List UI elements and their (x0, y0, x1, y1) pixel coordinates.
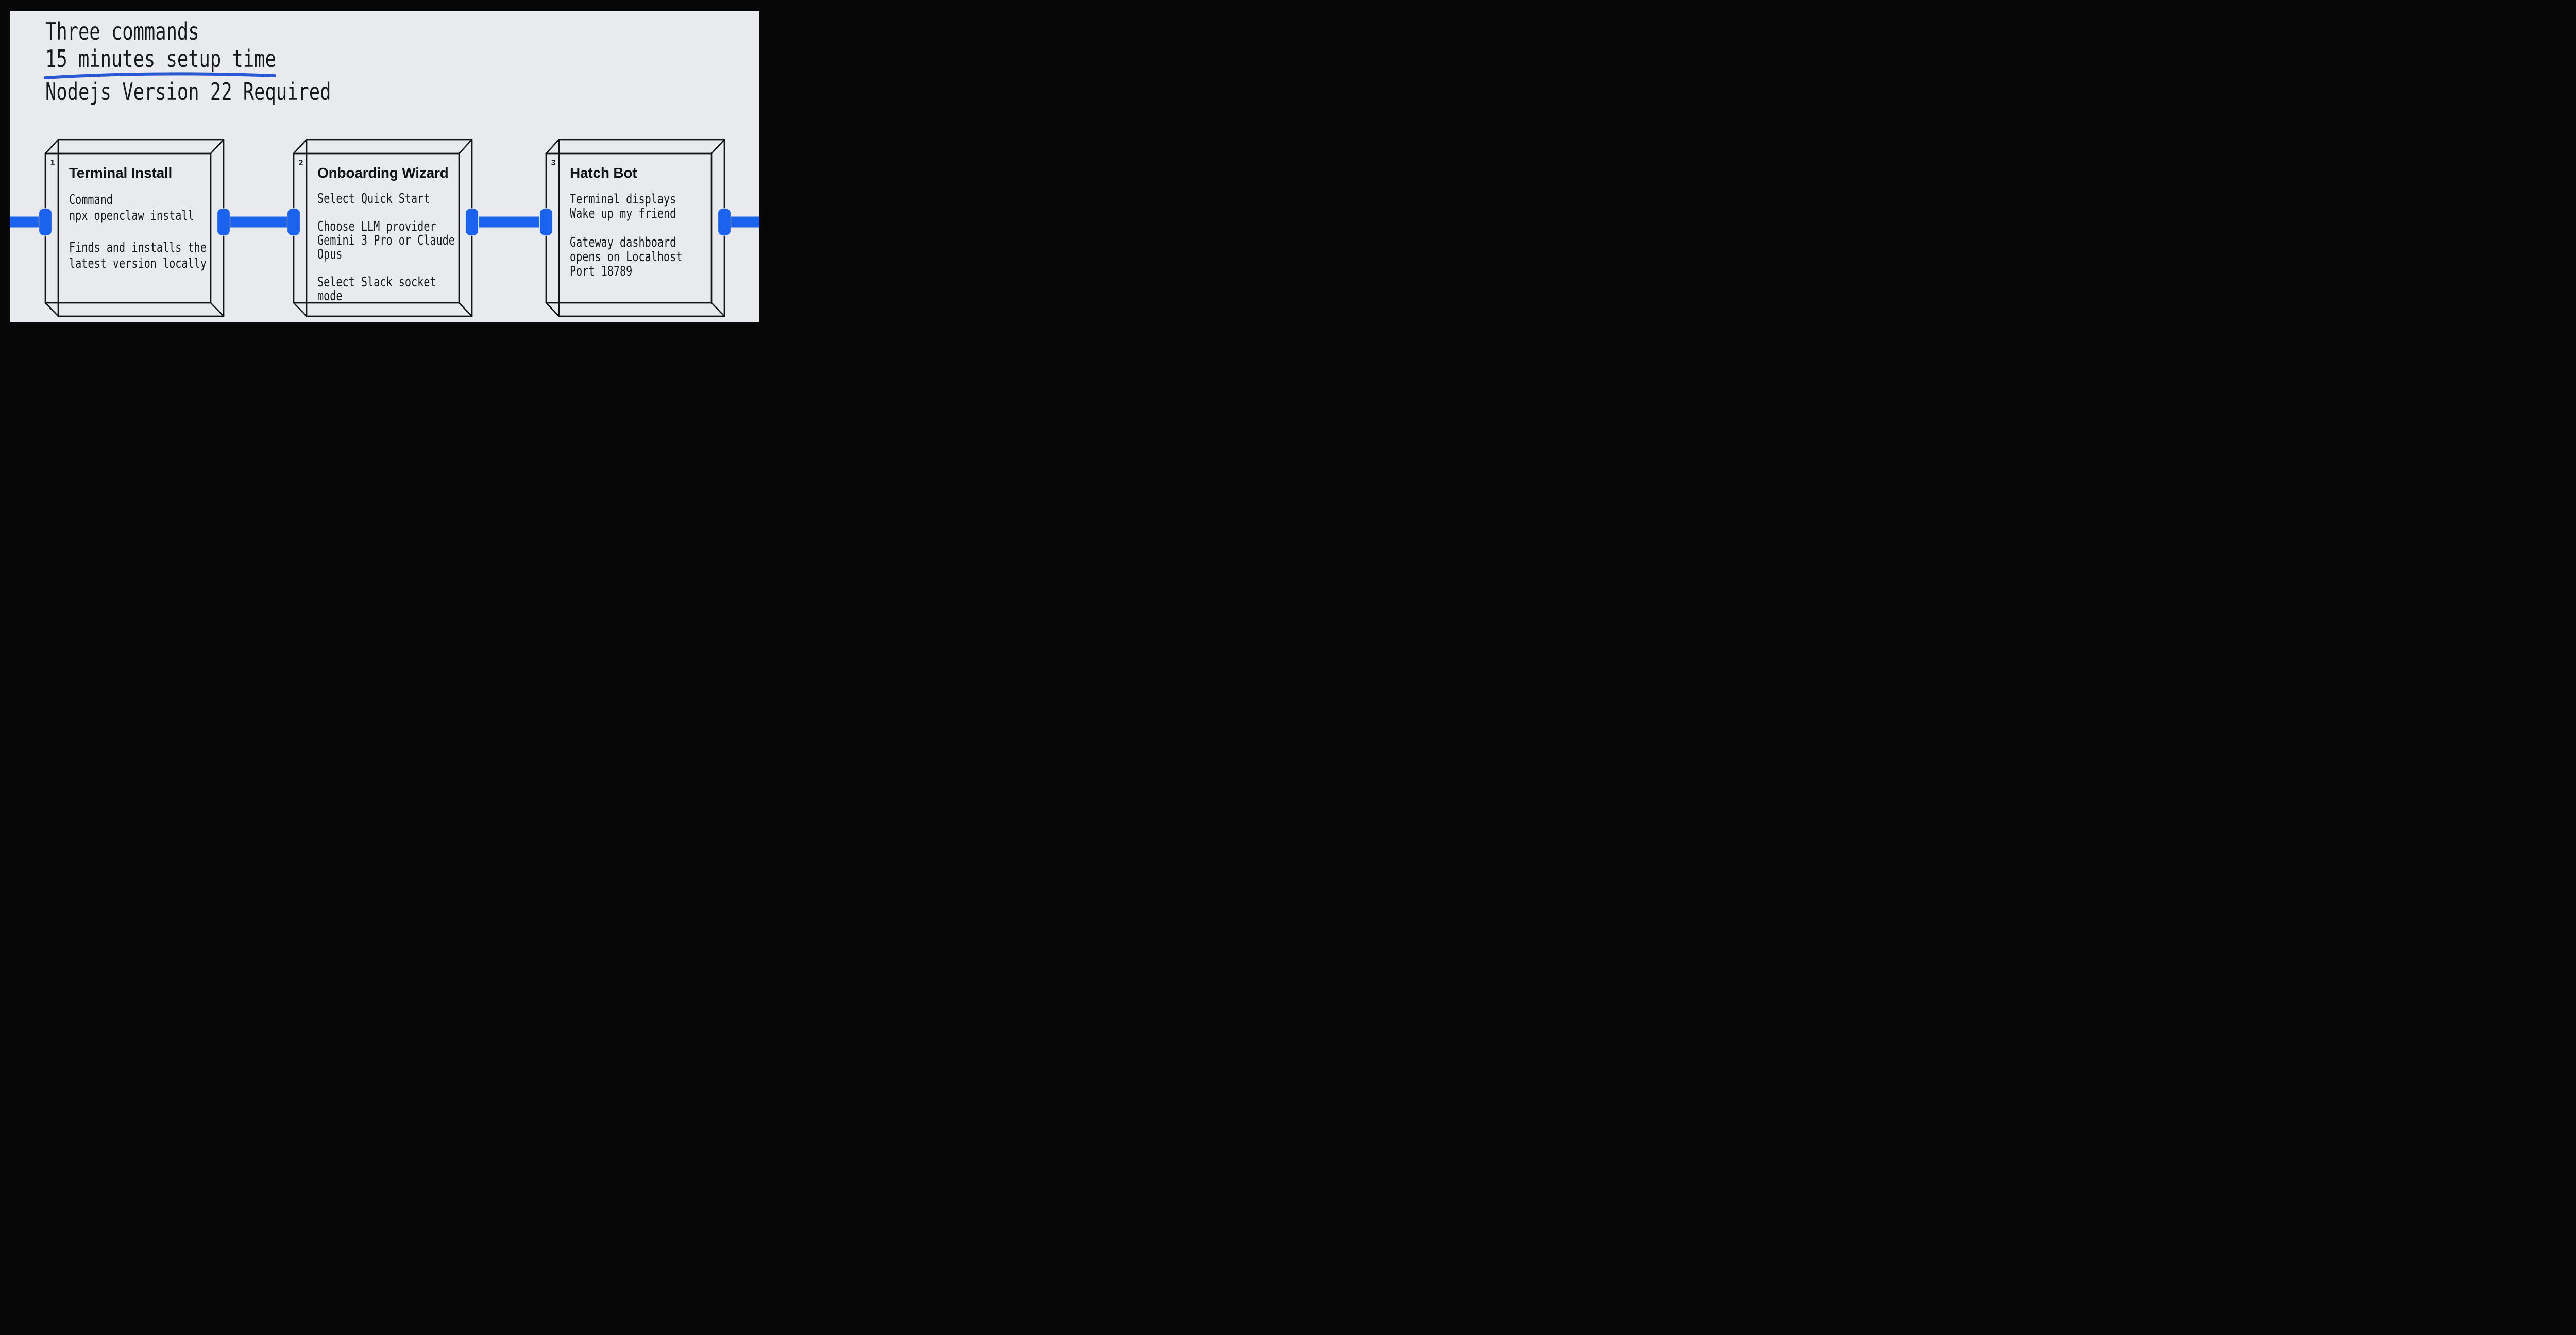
pipe-bar-left-edge (10, 216, 45, 228)
pipe-cap-box1-right (216, 208, 231, 236)
step-3-title: Hatch Bot (570, 165, 637, 181)
step-1-line (69, 224, 207, 240)
headline-setup-time: 15 minutes setup time (45, 45, 276, 73)
step-3-line: Gateway dashboard (570, 235, 676, 250)
step-2-number: 2 (298, 159, 303, 167)
box-corner-edge (210, 302, 225, 317)
pipe-bar-1-2 (224, 216, 294, 228)
step-1-description: Command npx openclaw install Finds and i… (69, 192, 207, 272)
step-1-number: 1 (50, 159, 55, 167)
pipe-cap-box2-left (286, 208, 301, 236)
step-2-line (317, 262, 455, 276)
pipe-bar-right-edge (724, 216, 759, 228)
step-2-title: Onboarding Wizard (317, 165, 449, 181)
step-2-description: Select Quick Start Choose LLM provider G… (317, 192, 455, 303)
pipe-cap-box1-left (38, 208, 53, 236)
setup-diagram-slide: Three commands 15 minutes setup time Nod… (0, 0, 769, 334)
box-corner-edge (545, 302, 560, 317)
headline-commands: Three commands (45, 18, 199, 45)
step-2-line (317, 206, 455, 220)
step-3-description: Terminal displays Wake up my friend Gate… (570, 192, 682, 279)
pipe-cap-box2-right (465, 208, 479, 236)
step-1-line: Command (69, 192, 113, 208)
step-3-line: Terminal displays (570, 192, 676, 207)
step-2-line: Select Slack socket (317, 275, 436, 290)
step-3-number: 3 (551, 159, 556, 167)
step-2-line: Opus (317, 247, 343, 262)
highlight-underline-stroke (44, 72, 276, 79)
step-3-line: opens on Localhost (570, 249, 683, 265)
slide-background (10, 11, 759, 322)
box-corner-edge (710, 302, 725, 317)
step-3-line (570, 221, 682, 235)
box-corner-edge (293, 139, 308, 155)
box-corner-edge (44, 139, 59, 155)
step-1-line: latest version locally (69, 256, 207, 271)
headline-node-requirement: Nodejs Version 22 Required (45, 78, 331, 106)
step-2-line: Gemini 3 Pro or Claude (317, 233, 455, 248)
box-corner-edge (458, 139, 473, 155)
diagram-artwork (10, 72, 759, 317)
step-1-line: npx openclaw install (69, 208, 194, 224)
box-corner-edge (44, 302, 59, 317)
pipe-bar-2-3 (472, 216, 546, 228)
box-corner-edge (545, 139, 560, 155)
pipe-cap-box3-right (717, 208, 732, 236)
step-2-line: Select Quick Start (317, 191, 430, 207)
box-corner-edge (210, 139, 225, 155)
connector-pipes (10, 208, 759, 236)
box-corner-edge (710, 139, 725, 155)
step-1-title: Terminal Install (69, 165, 173, 181)
box-corner-edge (458, 302, 473, 317)
step-3-line: Port 18789 (570, 264, 633, 279)
step-2-line: mode (317, 288, 343, 304)
box-corner-edge (293, 302, 308, 317)
step-3-line: Wake up my friend (570, 206, 676, 221)
step-2-line: Choose LLM provider (317, 219, 436, 234)
step-1-line: Finds and installs the (69, 240, 207, 255)
pipe-cap-box3-left (539, 208, 553, 236)
